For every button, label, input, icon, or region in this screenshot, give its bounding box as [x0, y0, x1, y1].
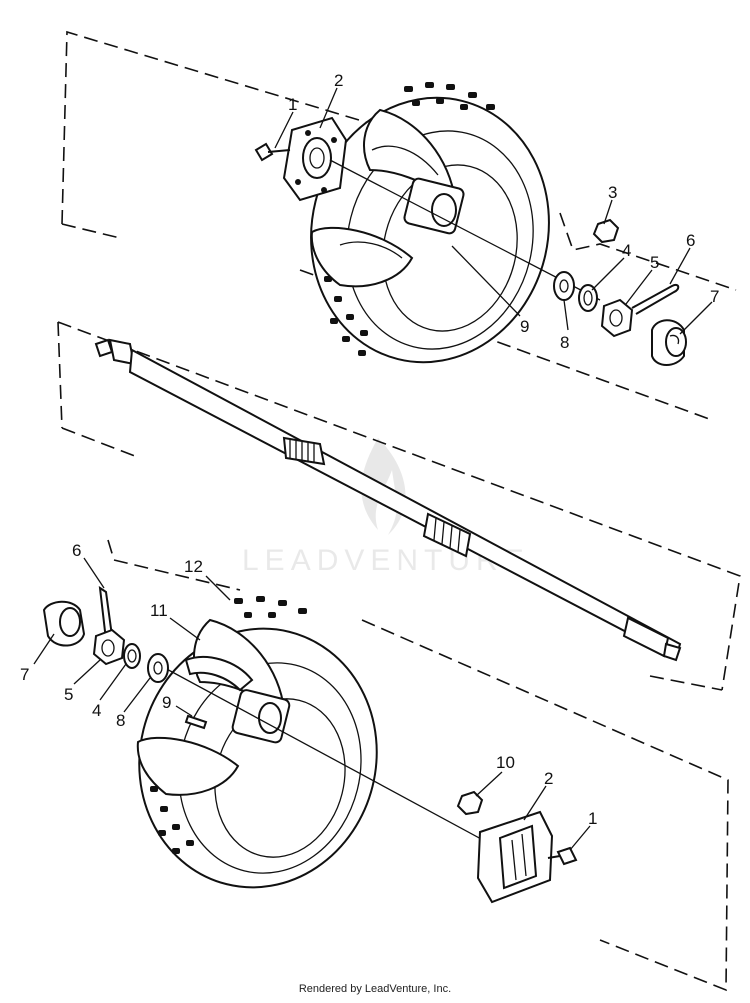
top-cotter-pin — [631, 283, 680, 315]
top-nut — [592, 218, 620, 244]
bottom-castle-nut — [92, 628, 126, 666]
top-tire — [310, 82, 550, 364]
top-hub — [282, 116, 348, 202]
callout-bottom-2: 2 — [544, 769, 553, 788]
callout-bottom-1: 1 — [588, 809, 597, 828]
callout-bottom-6: 6 — [72, 541, 81, 560]
bottom-hub — [476, 810, 554, 904]
top-tire-tread — [324, 82, 495, 356]
callout-top-7: 7 — [710, 287, 719, 306]
callout-top-3: 3 — [608, 183, 617, 202]
callout-bottom-5: 5 — [64, 685, 73, 704]
top-castle-nut — [600, 298, 634, 338]
bottom-axis-line — [149, 659, 521, 861]
bottom-nut — [456, 790, 484, 816]
bottom-oring — [123, 643, 141, 669]
top-bolt — [254, 142, 291, 162]
callout-top-2: 2 — [334, 71, 343, 90]
callout-top-9: 9 — [520, 317, 529, 336]
callout-bottom-4: 4 — [92, 701, 101, 720]
callout-top-1: 1 — [288, 95, 297, 114]
callout-bottom-11: 11 — [150, 601, 168, 620]
top-washer — [553, 271, 575, 301]
top-cap — [651, 319, 687, 366]
axle-shaft — [94, 338, 682, 662]
callout-bottom-9: 9 — [162, 693, 171, 712]
callout-bottom-7: 7 — [20, 665, 29, 684]
bottom-bolt — [547, 846, 578, 866]
leader-lines — [33, 87, 713, 851]
bottom-tire-tread — [150, 596, 307, 854]
footer-credit: Rendered by LeadVenture, Inc. — [298, 983, 452, 995]
callout-top-4: 4 — [622, 241, 631, 260]
callout-bottom-12: 12 — [184, 557, 203, 576]
top-group-boundary — [61, 30, 737, 421]
callout-bottom-8: 8 — [116, 711, 125, 730]
top-axis-line — [329, 159, 601, 301]
bottom-tire — [136, 596, 378, 889]
callout-top-8: 8 — [560, 333, 569, 352]
callout-top-6: 6 — [686, 231, 695, 250]
axle-group-boundary — [57, 321, 741, 691]
bottom-group-boundary — [107, 539, 729, 992]
watermark: LEADVENTURE — [242, 438, 524, 577]
callout-bottom-10: 10 — [496, 753, 515, 772]
bottom-washer — [147, 653, 169, 683]
callout-top-5: 5 — [650, 253, 659, 272]
callout-labels: 1 2 3 4 5 6 7 8 9 6 7 5 4 8 9 11 12 10 2… — [20, 71, 719, 828]
top-oring — [578, 284, 598, 312]
bottom-stud — [184, 714, 208, 730]
